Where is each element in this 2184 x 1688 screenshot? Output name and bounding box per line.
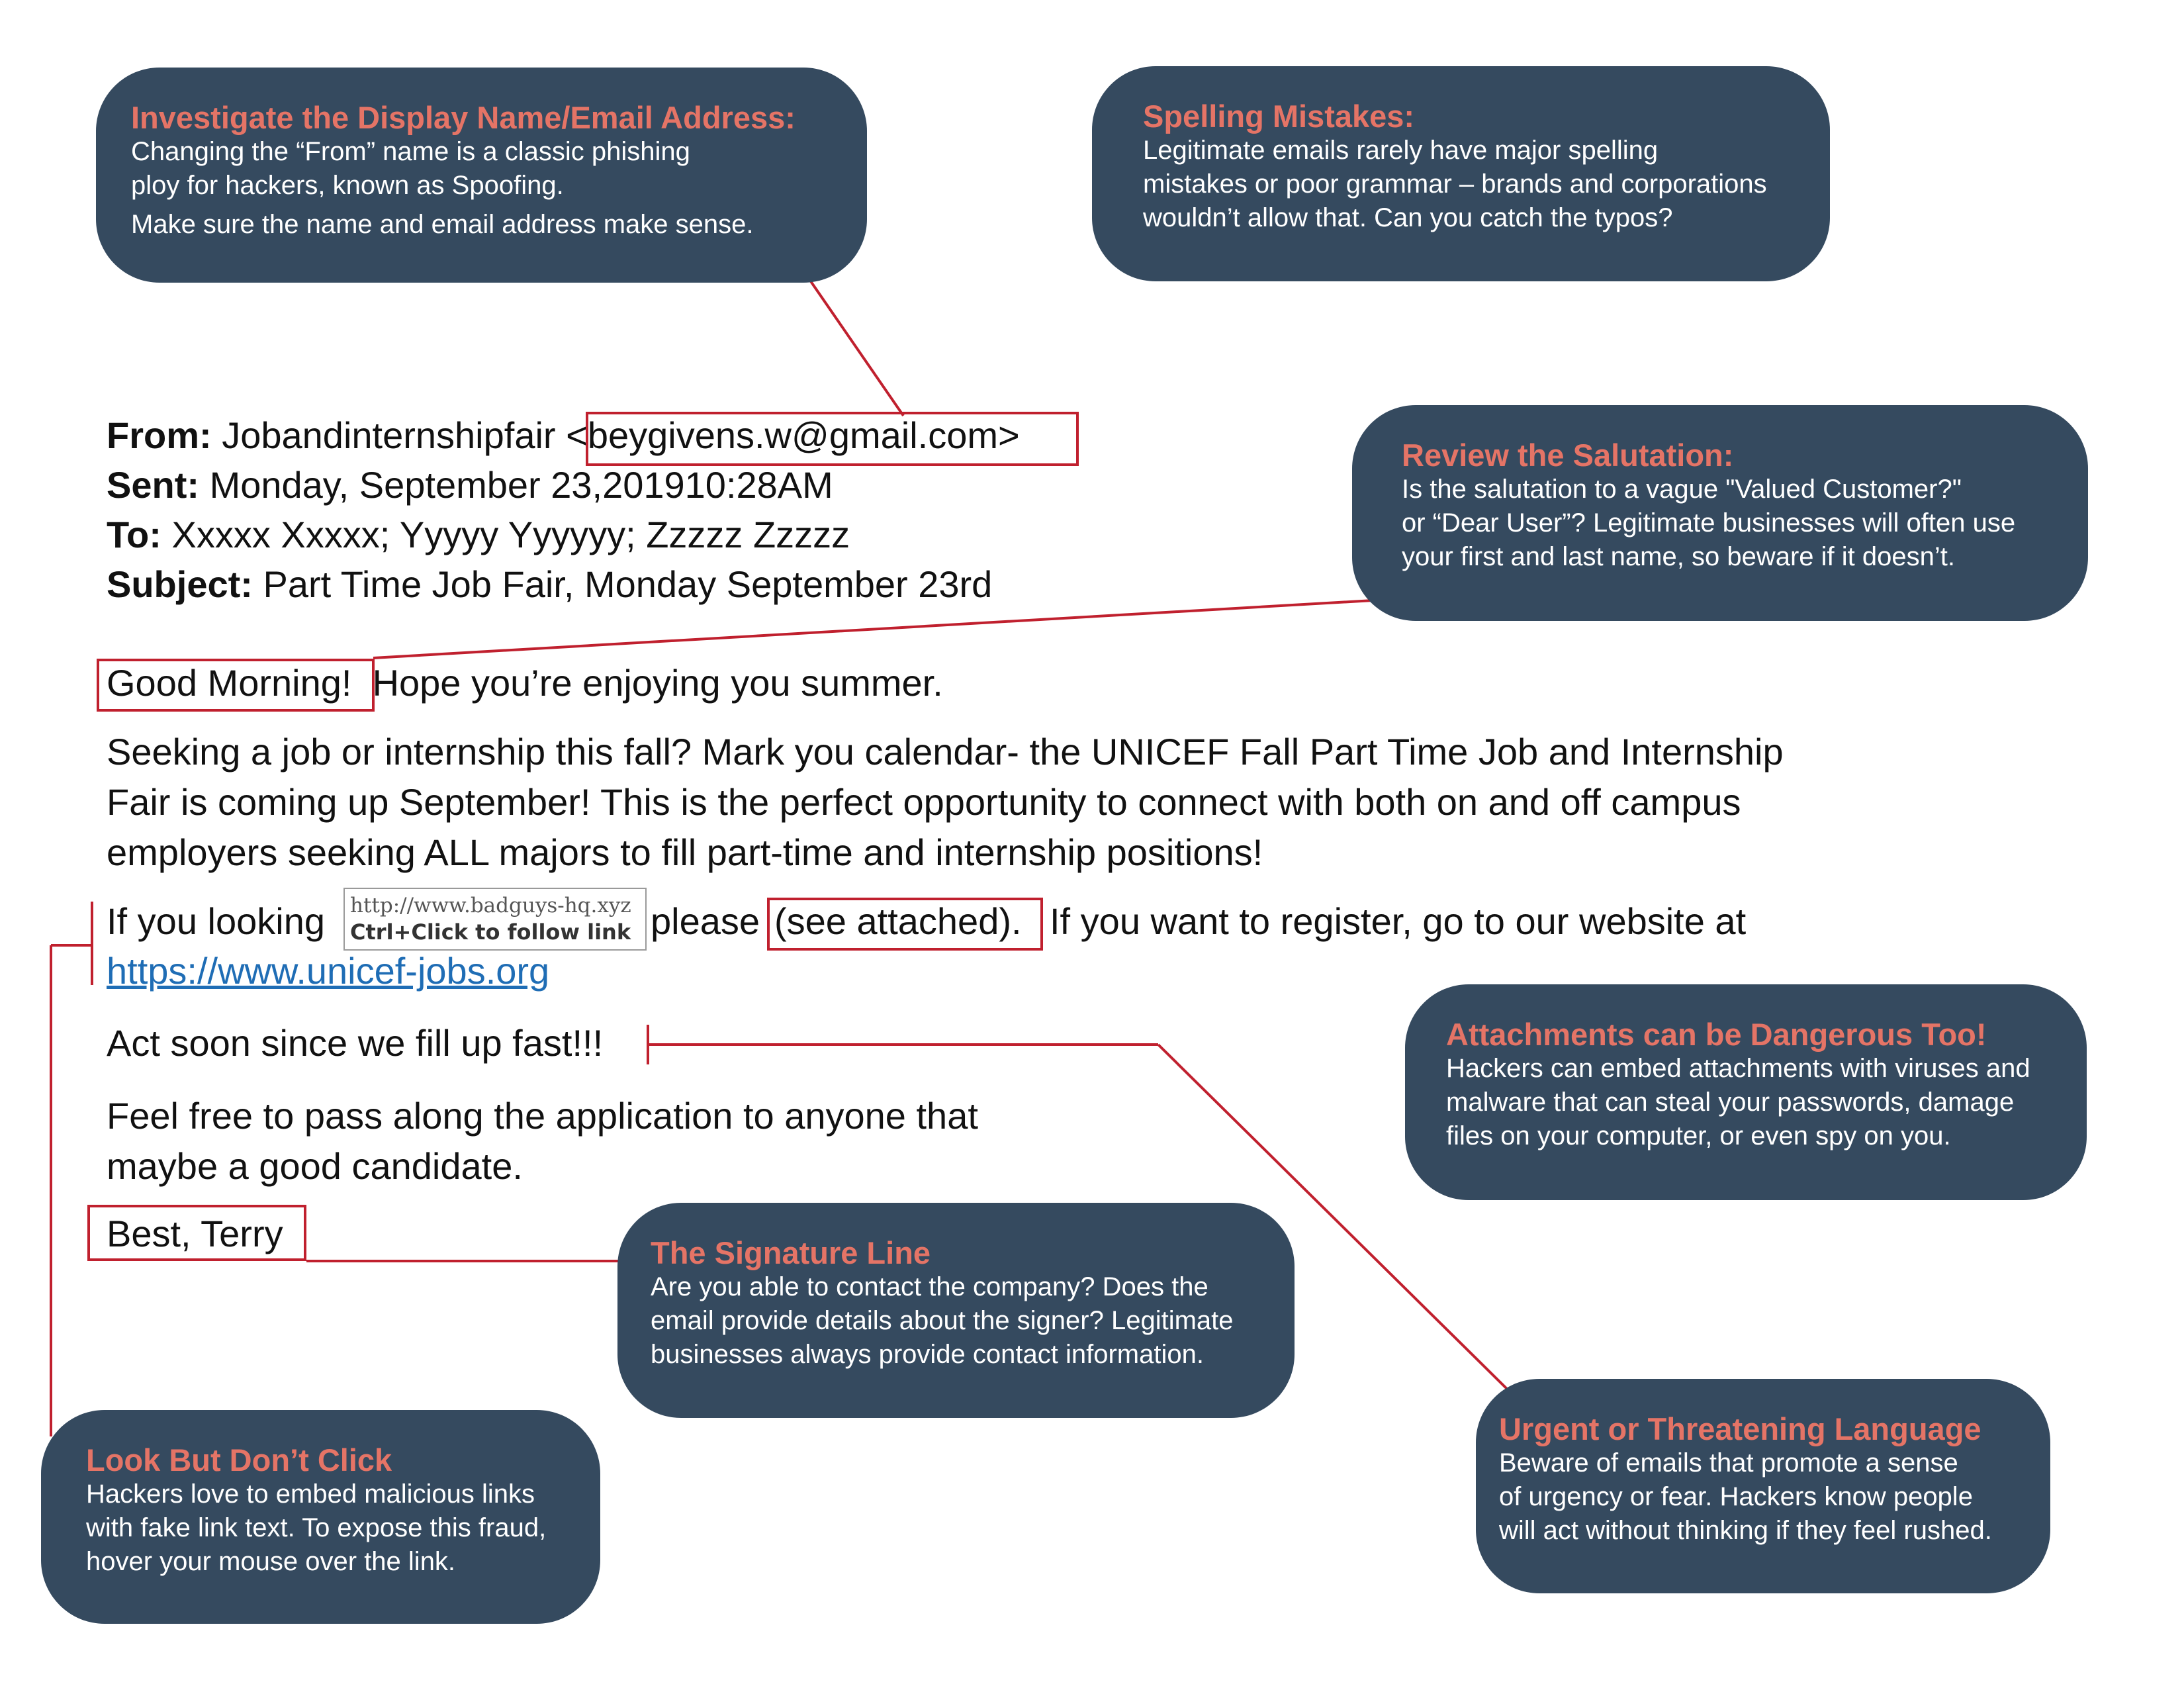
from-label: From: [107, 414, 212, 456]
callout-line: Is the salutation to a vague "Valued Cus… [1402, 475, 1962, 504]
callout-line: or “Dear User”? Legitimate businesses wi… [1402, 508, 2016, 538]
callout-line: will act without thinking if they feel r… [1499, 1516, 1992, 1545]
to-line: To: Xxxxx Xxxxx; Yyyyy Yyyyyy; Zzzzz Zzz… [107, 510, 1020, 559]
highlight-from-address [586, 412, 1079, 466]
greeting-rest: Hope you’re enjoying you summer. [372, 662, 943, 704]
link-hover-tooltip: http://www.badguys-hq.xyz Ctrl+Click to … [343, 888, 647, 951]
highlight-see-attached [767, 898, 1043, 951]
sent-value: Monday, September 23,201910:28AM [209, 464, 833, 506]
body-line: Fair is coming up September! This is the… [107, 781, 1741, 823]
callout-line: email provide details about the signer? … [651, 1306, 1234, 1335]
callout-title: The Signature Line [651, 1235, 931, 1270]
callout-spelling: Spelling Mistakes: Legitimate emails rar… [1092, 66, 1830, 281]
subject-line: Subject: Part Time Job Fair, Monday Sept… [107, 559, 1020, 609]
connector-salutation [373, 599, 1374, 659]
body-paragraph: Seeking a job or internship this fall? M… [107, 727, 1784, 878]
to-value: Xxxxx Xxxxx; Yyyyy Yyyyyy; Zzzzz Zzzzz [171, 514, 850, 555]
link-paragraph-start: If you looking [107, 900, 325, 942]
callout-line: malware that can steal your passwords, d… [1446, 1088, 2015, 1117]
body-line: Feel free to pass along the application … [107, 1095, 978, 1137]
subject-label: Subject: [107, 563, 253, 605]
callout-line: hover your mouse over the link. [86, 1547, 456, 1576]
callout-signature: The Signature Line Are you able to conta… [617, 1203, 1295, 1418]
sent-line: Sent: Monday, September 23,201910:28AM [107, 460, 1020, 510]
highlight-signoff [87, 1205, 306, 1261]
tooltip-url: http://www.badguys-hq.xyz [350, 894, 631, 917]
connector-display-name [809, 280, 905, 417]
callout-line: Legitimate emails rarely have major spel… [1143, 136, 1659, 165]
callout-title: Spelling Mistakes: [1143, 99, 1415, 134]
callout-line: with fake link text. To expose this frau… [86, 1513, 547, 1542]
callout-title: Look But Don’t Click [86, 1442, 392, 1477]
callout-line: Are you able to contact the company? Doe… [651, 1272, 1208, 1301]
callout-line: Beware of emails that promote a sense [1499, 1448, 1958, 1477]
callout-line: Make sure the name and email address mak… [131, 210, 754, 239]
callout-urgent-language: Urgent or Threatening Language Beware of… [1476, 1379, 2050, 1593]
callout-line: Changing the “From” name is a classic ph… [131, 137, 690, 166]
from-line: From: Jobandinternshipfair <beygivens.w@… [107, 410, 1020, 460]
from-address: <beygivens.w@gmail.com> [566, 414, 1020, 456]
tooltip-hint: Ctrl+Click to follow link [350, 919, 631, 945]
callout-line: your first and last name, so beware if i… [1402, 542, 1955, 571]
body-line: employers seeking ALL majors to fill par… [107, 831, 1263, 873]
email-header: From: Jobandinternshipfair <beygivens.w@… [107, 410, 1020, 609]
callout-line: Hackers can embed attachments with virus… [1446, 1054, 2030, 1083]
urgent-line: Act soon since we fill up fast!!! [107, 1022, 604, 1064]
callout-look-but-dont-click: Look But Don’t Click Hackers love to emb… [41, 1410, 600, 1624]
callout-line: files on your computer, or even spy on y… [1446, 1121, 1951, 1150]
callout-title: Urgent or Threatening Language [1499, 1411, 1981, 1446]
sent-label: Sent: [107, 464, 199, 506]
website-link-text[interactable]: https://www.unicef-jobs.org [107, 950, 550, 992]
pass-along-paragraph: Feel free to pass along the application … [107, 1091, 978, 1192]
callout-title: Review the Salutation: [1402, 438, 1734, 473]
link-paragraph-please: please [651, 900, 760, 942]
callout-line: Hackers love to embed malicious links [86, 1479, 535, 1509]
greeting-line: Good Morning! Hope you’re enjoying you s… [107, 660, 943, 706]
callout-line: businesses always provide contact inform… [651, 1340, 1204, 1369]
website-link[interactable]: https://www.unicef-jobs.org [107, 948, 549, 994]
signoff: Best, Terry [107, 1213, 283, 1254]
from-name: Jobandinternshipfair [222, 414, 556, 456]
subject-value: Part Time Job Fair, Monday September 23r… [263, 563, 993, 605]
callout-line: of urgency or fear. Hackers know people [1499, 1482, 1973, 1511]
body-line: Seeking a job or internship this fall? M… [107, 731, 1784, 773]
callout-salutation: Review the Salutation: Is the salutation… [1352, 405, 2088, 621]
callout-line: ploy for hackers, known as Spoofing. [131, 171, 564, 200]
callout-line: wouldn’t allow that. Can you catch the t… [1143, 203, 1673, 232]
callout-line: mistakes or poor grammar – brands and co… [1143, 169, 1767, 199]
callout-title: Attachments can be Dangerous Too! [1446, 1017, 1987, 1052]
greeting: Good Morning! [107, 662, 352, 704]
to-label: To: [107, 514, 161, 555]
highlight-greeting [97, 659, 375, 712]
see-attached[interactable]: (see attached). [774, 900, 1022, 942]
link-paragraph-rest: If you want to register, go to our websi… [1050, 900, 1747, 942]
callout-title: Investigate the Display Name/Email Addre… [131, 100, 796, 135]
body-line: maybe a good candidate. [107, 1145, 523, 1187]
callout-attachments: Attachments can be Dangerous Too! Hacker… [1405, 984, 2087, 1200]
callout-display-name: Investigate the Display Name/Email Addre… [96, 68, 867, 283]
